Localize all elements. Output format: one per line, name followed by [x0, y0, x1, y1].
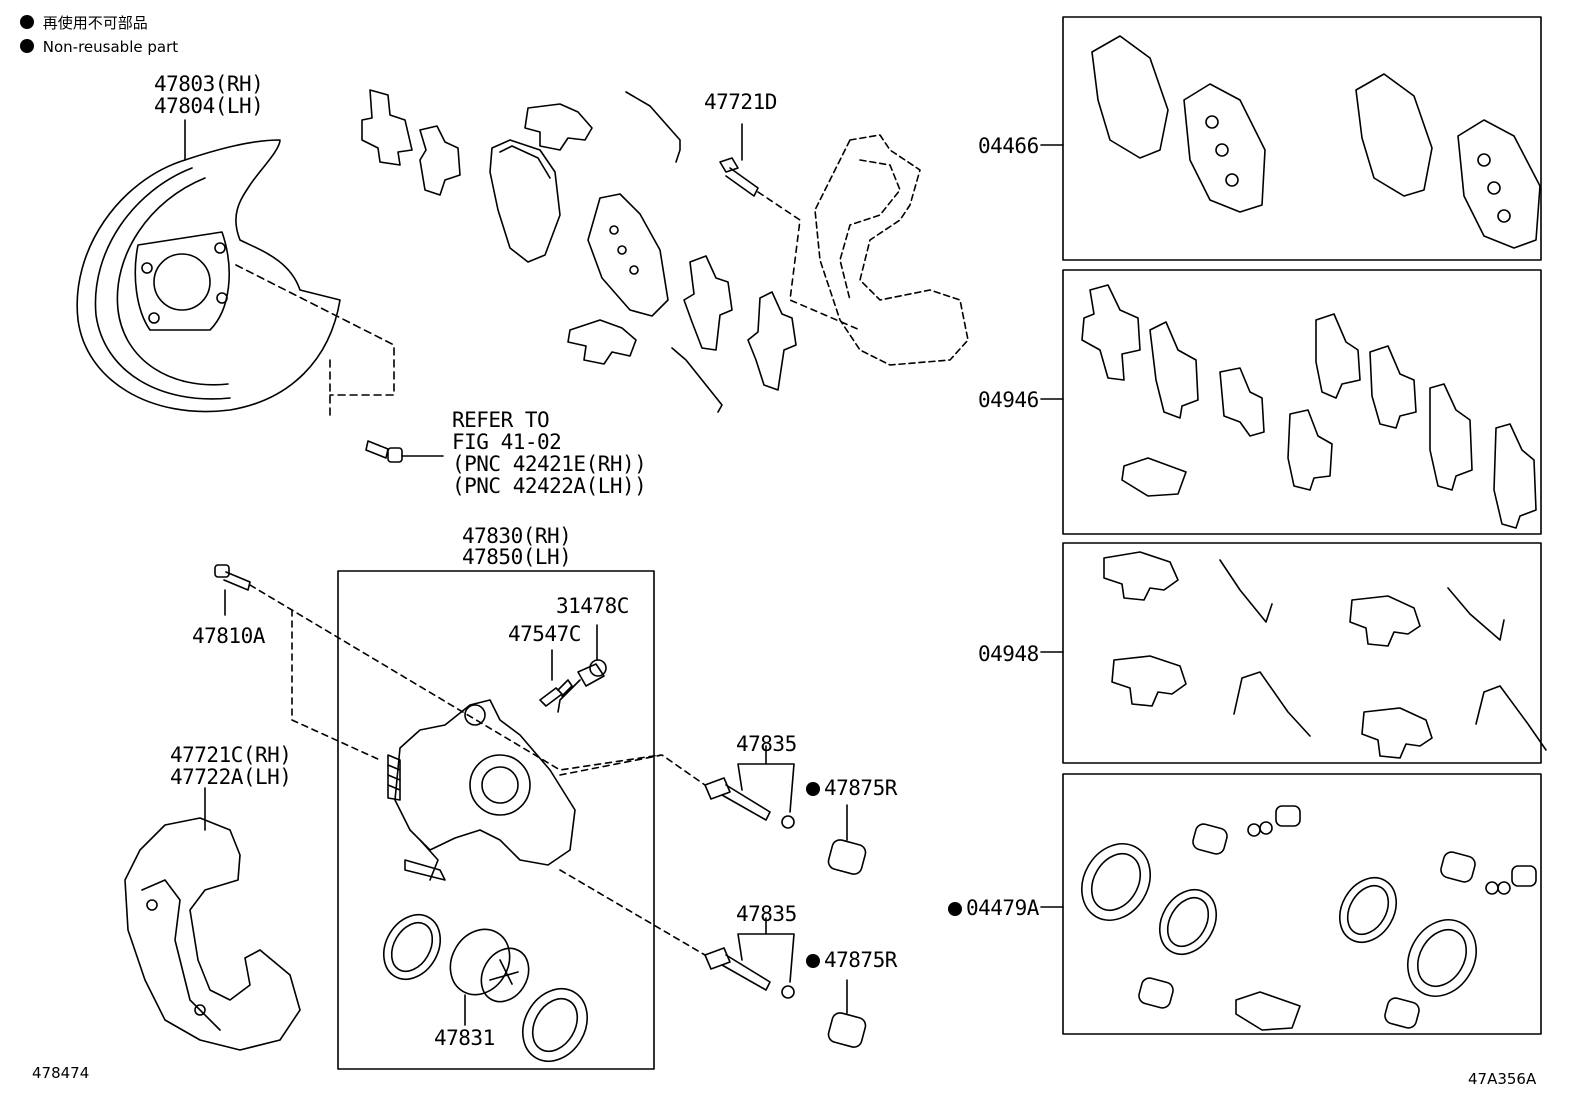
part-label-47810A[interactable]: 47810A	[192, 624, 265, 648]
kit-label-04479A-text: 04479A	[966, 896, 1039, 920]
dust-cover-bolt	[365, 440, 444, 463]
bolt-47721D	[719, 123, 861, 331]
part-label-31478C[interactable]: 31478C	[556, 594, 629, 618]
part-label-47830[interactable]: 47830(RH)	[462, 524, 572, 548]
refer-line-2: FIG 41-02	[452, 430, 562, 454]
refer-line-4[interactable]: (PNC 42422A(LH))	[452, 474, 647, 498]
slide-pin-lower	[559, 869, 795, 999]
upper-pad-group	[361, 89, 797, 413]
caliper-assembly-box	[337, 570, 655, 1070]
kit-label-04946[interactable]: 04946	[978, 388, 1039, 412]
part-label-47875R-upper-text: 47875R	[824, 776, 897, 800]
bleeder-cap	[577, 624, 607, 687]
footer-left-code: 478474	[32, 1064, 90, 1082]
legend-jp: 再使用不可部品	[20, 12, 148, 33]
kit-box-04479A	[1062, 773, 1542, 1035]
kit-04479A-seals	[1081, 805, 1537, 1031]
piston-seal	[382, 914, 442, 980]
kit-04948-clips	[1103, 551, 1547, 759]
refer-line-1: REFER TO	[452, 408, 550, 432]
boot-upper	[827, 804, 867, 875]
non-reusable-dot-icon	[20, 15, 34, 29]
piston	[449, 928, 530, 1026]
kit-04946-shims	[1081, 284, 1537, 529]
part-label-47721D[interactable]: 47721D	[704, 90, 777, 114]
part-label-47721C[interactable]: 47721C(RH)	[170, 743, 292, 767]
part-label-47835-lower[interactable]: 47835	[736, 902, 797, 926]
part-label-47875R-lower-text: 47875R	[824, 948, 897, 972]
mounting-bracket-upper	[814, 134, 969, 366]
part-label-47722A[interactable]: 47722A(LH)	[170, 765, 292, 789]
kit-label-04466[interactable]: 04466	[978, 134, 1039, 158]
legend-jp-text: 再使用不可部品	[42, 14, 148, 32]
non-reusable-dot-icon	[20, 39, 34, 53]
bleeder-screw	[539, 649, 573, 707]
kit-box-04948	[1062, 542, 1542, 764]
part-label-47804[interactable]: 47804(LH)	[154, 94, 264, 118]
non-reusable-dot-icon	[806, 782, 820, 796]
refer-line-3[interactable]: (PNC 42421E(RH))	[452, 452, 647, 476]
part-label-47547C[interactable]: 47547C	[508, 622, 581, 646]
kit-box-04466	[1062, 16, 1542, 261]
part-label-47875R-lower[interactable]: 47875R	[806, 950, 897, 971]
piston-boot	[522, 988, 588, 1062]
part-label-47831[interactable]: 47831	[434, 1026, 495, 1050]
legend-en: Non-reusable part	[20, 38, 178, 56]
bolt-47810A	[214, 564, 661, 771]
slide-pin-upper	[559, 745, 795, 829]
part-label-47803[interactable]: 47803(RH)	[154, 72, 264, 96]
boot-lower	[827, 979, 867, 1048]
part-label-47850[interactable]: 47850(LH)	[462, 545, 572, 569]
dust-cover	[76, 139, 395, 421]
non-reusable-dot-icon	[948, 902, 962, 916]
kit-04466-pads	[1091, 35, 1541, 249]
part-label-47875R-upper[interactable]: 47875R	[806, 778, 897, 799]
footer-right-code: 47A356A	[1468, 1070, 1537, 1088]
kit-label-04948[interactable]: 04948	[978, 642, 1039, 666]
kit-box-04946	[1062, 269, 1542, 535]
legend-en-text: Non-reusable part	[42, 38, 179, 56]
kit-label-04479A[interactable]: 04479A	[948, 898, 1039, 919]
non-reusable-dot-icon	[806, 954, 820, 968]
part-label-47835-upper[interactable]: 47835	[736, 732, 797, 756]
caliper-body	[387, 679, 581, 881]
anchor-bracket	[124, 787, 301, 1051]
